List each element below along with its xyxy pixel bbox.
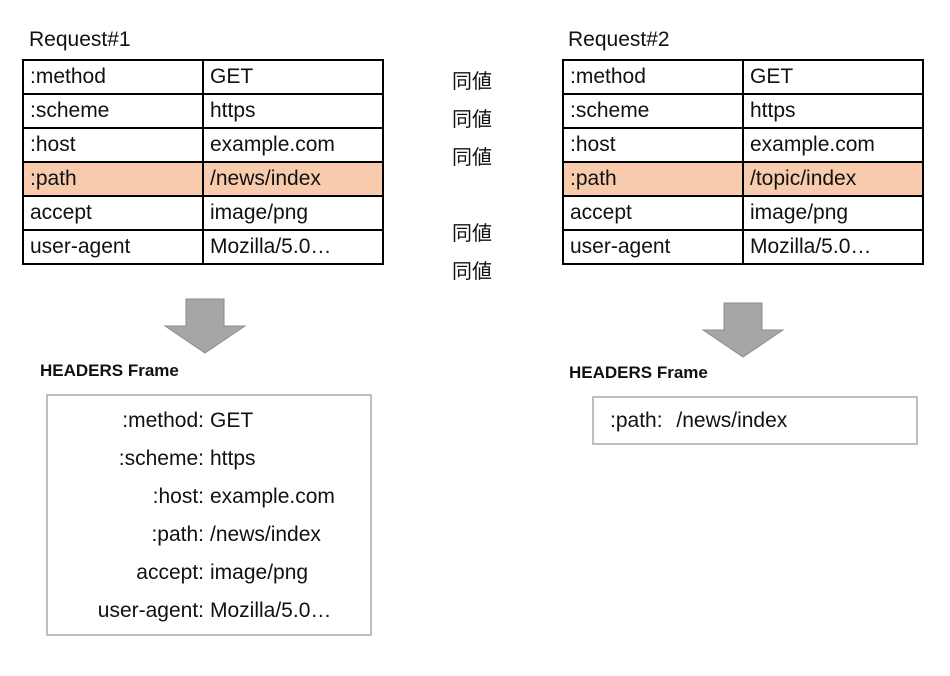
table-row-highlighted: :path /topic/index bbox=[562, 161, 924, 197]
frame-key: :path: bbox=[610, 409, 663, 432]
table-row: :scheme https bbox=[22, 93, 384, 129]
frame-key: user-agent: bbox=[97, 599, 204, 622]
request1-table: :method GET :scheme https :host example.… bbox=[22, 59, 384, 265]
frame-row: user-agent: Mozilla/5.0… bbox=[48, 596, 374, 626]
table-row-highlighted: :path /news/index bbox=[22, 161, 384, 197]
header-value: example.com bbox=[742, 127, 924, 163]
request2-table: :method GET :scheme https :host example.… bbox=[562, 59, 924, 265]
table-row: :method GET bbox=[22, 59, 384, 95]
header-key: accept bbox=[22, 195, 204, 231]
down-arrow-icon bbox=[164, 298, 246, 354]
header-key: :host bbox=[22, 127, 204, 163]
frame1-label: HEADERS Frame bbox=[40, 361, 179, 380]
frame-value: image/png bbox=[210, 561, 309, 584]
header-value: GET bbox=[202, 59, 384, 95]
header-value: GET bbox=[742, 59, 924, 95]
frame-key: :host: bbox=[152, 485, 204, 508]
header-key: :path bbox=[562, 161, 744, 197]
same-value-marker: 同値 bbox=[452, 147, 492, 169]
same-value-marker: 同値 bbox=[452, 71, 492, 93]
request1-title: Request#1 bbox=[29, 28, 131, 51]
frame-row: :path: /news/index bbox=[610, 406, 910, 436]
table-row: user-agent Mozilla/5.0… bbox=[562, 229, 924, 265]
same-value-marker: 同値 bbox=[452, 109, 492, 131]
table-row: accept image/png bbox=[22, 195, 384, 231]
table-row: user-agent Mozilla/5.0… bbox=[22, 229, 384, 265]
frame-row: :host: example.com bbox=[48, 482, 374, 512]
frame-key: :path: bbox=[151, 523, 204, 546]
header-value: image/png bbox=[742, 195, 924, 231]
frame-value: Mozilla/5.0… bbox=[210, 599, 332, 622]
header-value: Mozilla/5.0… bbox=[742, 229, 924, 265]
header-value: https bbox=[202, 93, 384, 129]
frame-value: GET bbox=[210, 409, 254, 432]
table-row: :method GET bbox=[562, 59, 924, 95]
table-row: :host example.com bbox=[562, 127, 924, 163]
header-key: :scheme bbox=[562, 93, 744, 129]
frame-row: :path: /news/index bbox=[48, 520, 374, 550]
header-key: user-agent bbox=[22, 229, 204, 265]
same-value-marker: 同値 bbox=[452, 223, 492, 245]
frame-row: :method: GET bbox=[48, 406, 374, 436]
down-arrow-icon bbox=[702, 302, 784, 358]
table-row: accept image/png bbox=[562, 195, 924, 231]
frame-key: :method: bbox=[122, 409, 204, 432]
frame1-box: :method: GET :scheme: https :host: examp… bbox=[46, 394, 372, 636]
table-row: :host example.com bbox=[22, 127, 384, 163]
header-value: https bbox=[742, 93, 924, 129]
header-key: :method bbox=[562, 59, 744, 95]
header-value: example.com bbox=[202, 127, 384, 163]
header-key: :method bbox=[22, 59, 204, 95]
header-key: :host bbox=[562, 127, 744, 163]
header-value: image/png bbox=[202, 195, 384, 231]
table-row: :scheme https bbox=[562, 93, 924, 129]
header-value: /topic/index bbox=[742, 161, 924, 197]
header-key: :scheme bbox=[22, 93, 204, 129]
header-value: /news/index bbox=[202, 161, 384, 197]
frame-row: accept: image/png bbox=[48, 558, 374, 588]
header-value: Mozilla/5.0… bbox=[202, 229, 384, 265]
frame2-label: HEADERS Frame bbox=[569, 363, 708, 382]
frame-value: example.com bbox=[210, 485, 335, 508]
header-key: :path bbox=[22, 161, 204, 197]
header-key: accept bbox=[562, 195, 744, 231]
frame-row: :scheme: https bbox=[48, 444, 374, 474]
header-key: user-agent bbox=[562, 229, 744, 265]
frame-value: https bbox=[210, 447, 256, 470]
frame-key: accept: bbox=[136, 561, 204, 584]
frame2-box: :path: /news/index bbox=[592, 396, 918, 445]
same-value-marker: 同値 bbox=[452, 261, 492, 283]
frame-value: /news/index bbox=[676, 409, 788, 432]
frame-value: /news/index bbox=[210, 523, 321, 546]
request2-title: Request#2 bbox=[568, 28, 670, 51]
frame-key: :scheme: bbox=[118, 447, 204, 470]
